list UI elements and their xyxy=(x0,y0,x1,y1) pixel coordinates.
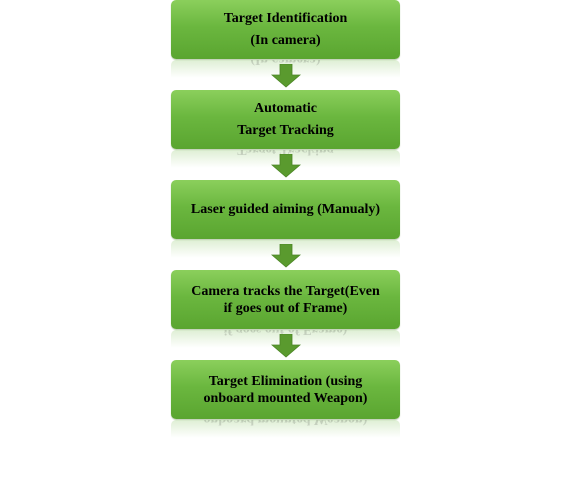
down-arrow-icon xyxy=(271,64,301,88)
step-5-line-1: Target Elimination (using xyxy=(208,373,363,389)
step-3-line-1: Laser guided aiming (Manualy) xyxy=(190,201,381,217)
step-5-reflection-text: onboard mounted Weapon) xyxy=(171,420,400,427)
step-camera-tracks-target: Camera tracks the Target(Even if goes ou… xyxy=(171,270,400,329)
step-1-line-1: Target Identification xyxy=(223,10,348,26)
step-target-identification: Target Identification (In camera) xyxy=(171,0,400,59)
step-5-line-2: onboard mounted Weapon) xyxy=(203,390,368,406)
step-2-line-2: Target Tracking xyxy=(237,122,334,138)
down-arrow-icon xyxy=(271,244,301,268)
step-target-elimination: Target Elimination (using onboard mounte… xyxy=(171,360,400,419)
step-1-line-2: (In camera) xyxy=(250,32,321,48)
step-laser-guided-aiming: Laser guided aiming (Manualy) xyxy=(171,180,400,239)
step-automatic-target-tracking: Automatic Target Tracking xyxy=(171,90,400,149)
down-arrow-icon xyxy=(271,154,301,178)
step-4-line-1: Camera tracks the Target(Even xyxy=(191,283,380,299)
step-2-line-1: Automatic xyxy=(254,100,317,116)
down-arrow-icon xyxy=(271,334,301,358)
step-5-reflection: onboard mounted Weapon) xyxy=(171,420,400,438)
step-4-line-2: if goes out of Frame) xyxy=(223,300,348,316)
